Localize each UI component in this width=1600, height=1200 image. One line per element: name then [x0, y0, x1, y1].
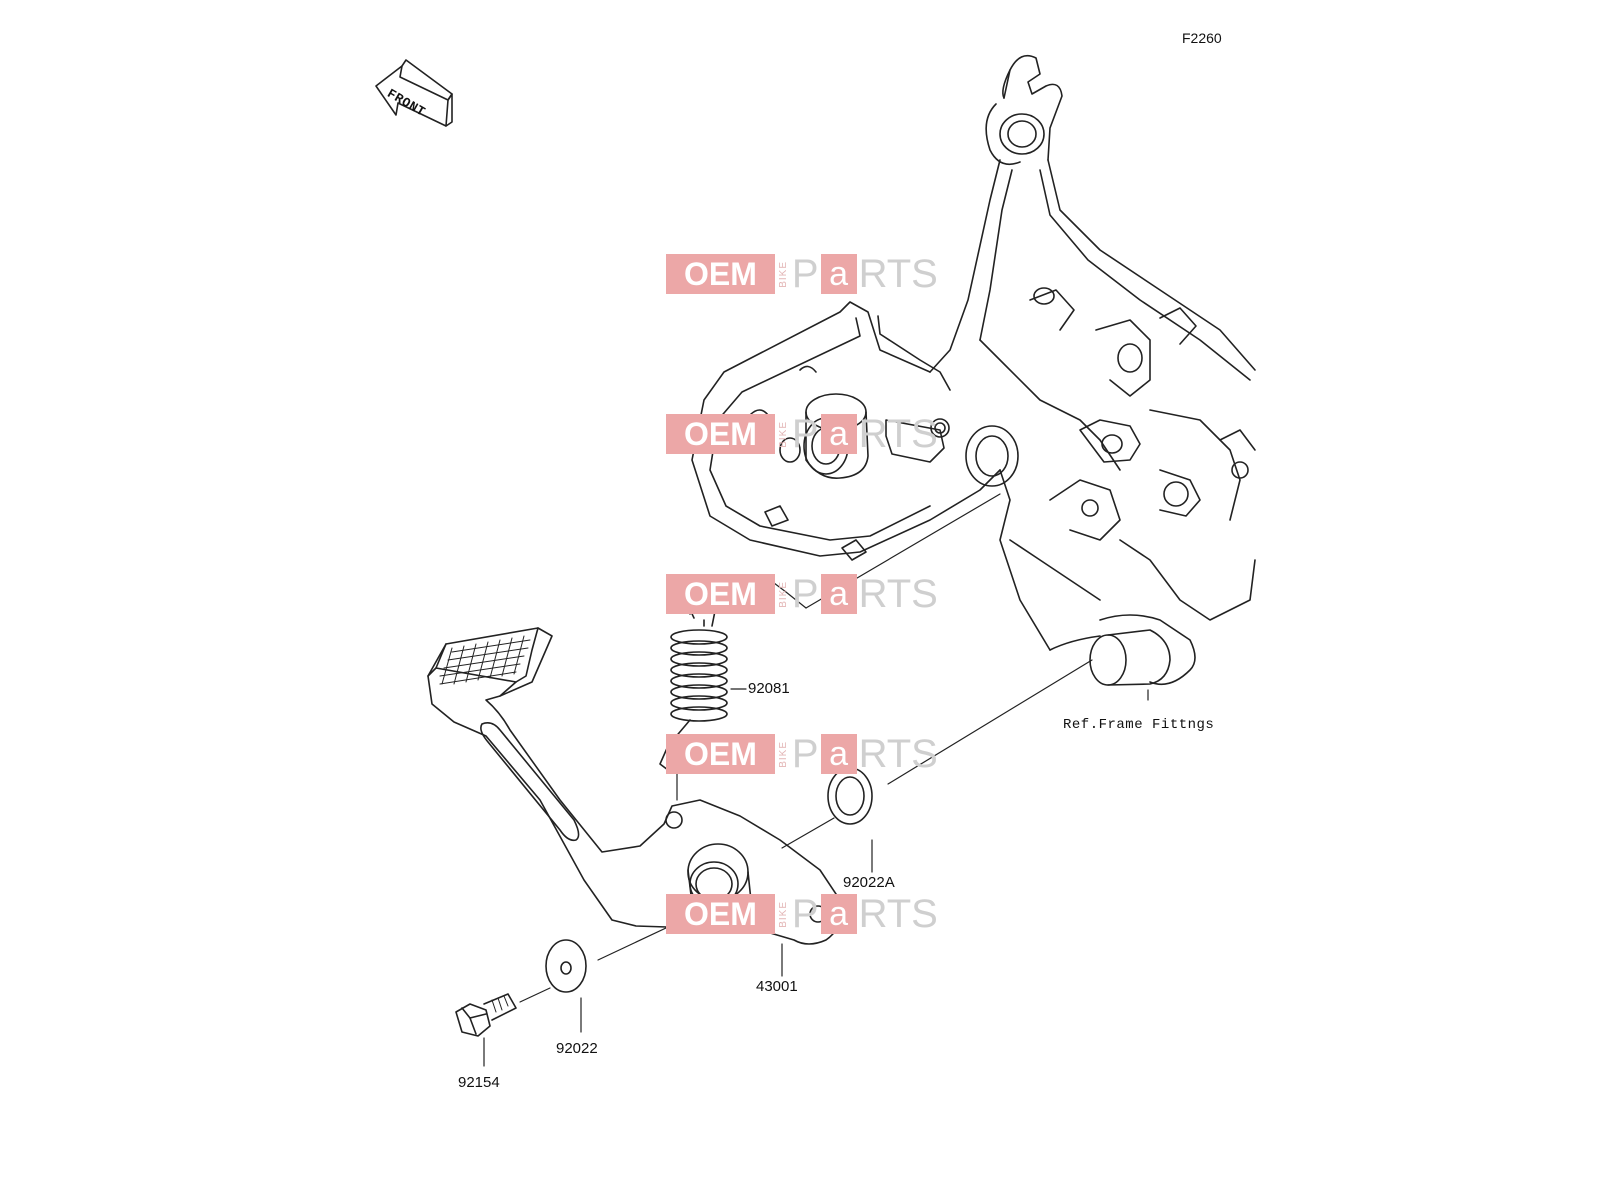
part-label-frame-fittings: Ref.Frame Fittngs [1063, 717, 1215, 733]
part-label-43001[interactable]: 43001 [756, 978, 798, 995]
watermark: OEM BIKE P a RTS [666, 574, 938, 614]
washer-92022 [545, 939, 587, 993]
watermark: OEM BIKE P a RTS [666, 254, 938, 294]
frame-bracket [691, 54, 1256, 686]
part-label-92022a[interactable]: 92022A [843, 874, 895, 891]
front-arrow-icon [375, 59, 453, 127]
part-label-92022[interactable]: 92022 [556, 1040, 598, 1057]
part-label-92081[interactable]: 92081 [748, 680, 790, 697]
bolt-92154 [455, 993, 517, 1037]
part-label-92154[interactable]: 92154 [458, 1074, 500, 1091]
diagram-code: F2260 [1182, 30, 1222, 46]
watermark: OEM BIKE P a RTS [666, 414, 938, 454]
watermark: OEM BIKE P a RTS [666, 894, 938, 934]
watermark: OEM BIKE P a RTS [666, 734, 938, 774]
washer-92022a [827, 767, 873, 825]
